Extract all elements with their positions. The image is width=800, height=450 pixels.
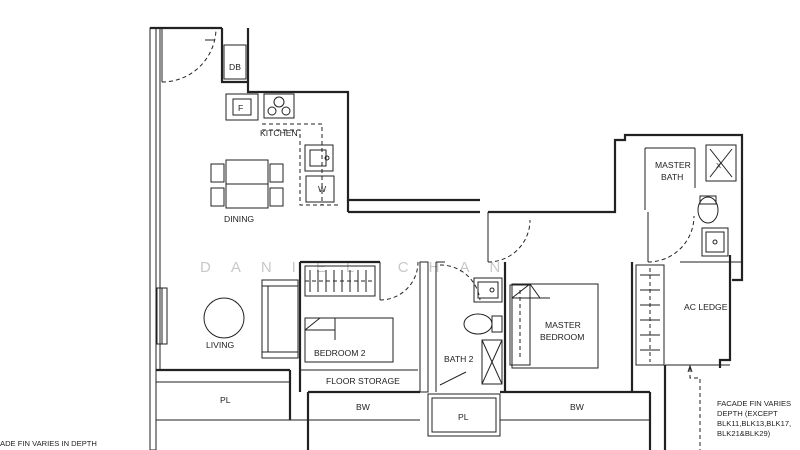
ac-ledge-area: AC LEDGE [635, 264, 728, 450]
living-label: LIVING [206, 340, 234, 350]
ac-ledge-label: AC LEDGE [684, 302, 728, 312]
fridge-label: F [238, 103, 243, 113]
master-bedroom: MASTER BEDROOM [487, 212, 634, 392]
shower-mark: X [716, 161, 721, 170]
facade-note-line-2: DEPTH (EXCEPT [717, 409, 778, 418]
facade-note-right: FACADE FIN VARIES DEPTH (EXCEPT BLK11,BL… [717, 399, 791, 438]
entry-door [161, 27, 217, 83]
facade-note-left: ADE FIN VARIES IN DEPTH [0, 439, 97, 448]
bw-left-label: BW [356, 402, 371, 412]
master-bath-label-1: MASTER [655, 160, 691, 170]
dining-label: DINING [224, 214, 254, 224]
db-box: DB [223, 44, 247, 80]
master-bedroom-label-1: MASTER [545, 320, 581, 330]
master-bedroom-label-2: BEDROOM [540, 332, 584, 342]
kitchen-label: KITCHEN [260, 128, 298, 138]
db-label: DB [229, 62, 241, 72]
facade-note-line-3: BLK11,BLK13,BLK17, [717, 419, 791, 428]
pl-left-label: PL [220, 395, 231, 405]
kitchen: F W KITCHEN [225, 93, 340, 206]
facade-note-line-4: BLK21&BLK29) [717, 429, 771, 438]
master-bath-label-2: BATH [661, 172, 683, 182]
bw-right-label: BW [570, 402, 585, 412]
pl-center-label: PL [458, 412, 469, 422]
facade-note-line-1: FACADE FIN VARIES [717, 399, 791, 408]
floor-storage-label: FLOOR STORAGE [326, 376, 400, 386]
bath-2: BATH 2 PL [419, 261, 507, 437]
living-area: LIVING [156, 279, 299, 359]
bedroom-2: BEDROOM 2 FLOOR STORAGE [298, 260, 419, 392]
bath2-label: BATH 2 [444, 354, 474, 364]
master-bath: MASTER BATH X [644, 144, 742, 263]
dining-table: DINING [210, 159, 284, 224]
washer-label: W [318, 184, 327, 194]
bedroom2-label: BEDROOM 2 [314, 348, 366, 358]
outer-walls [149, 26, 744, 450]
